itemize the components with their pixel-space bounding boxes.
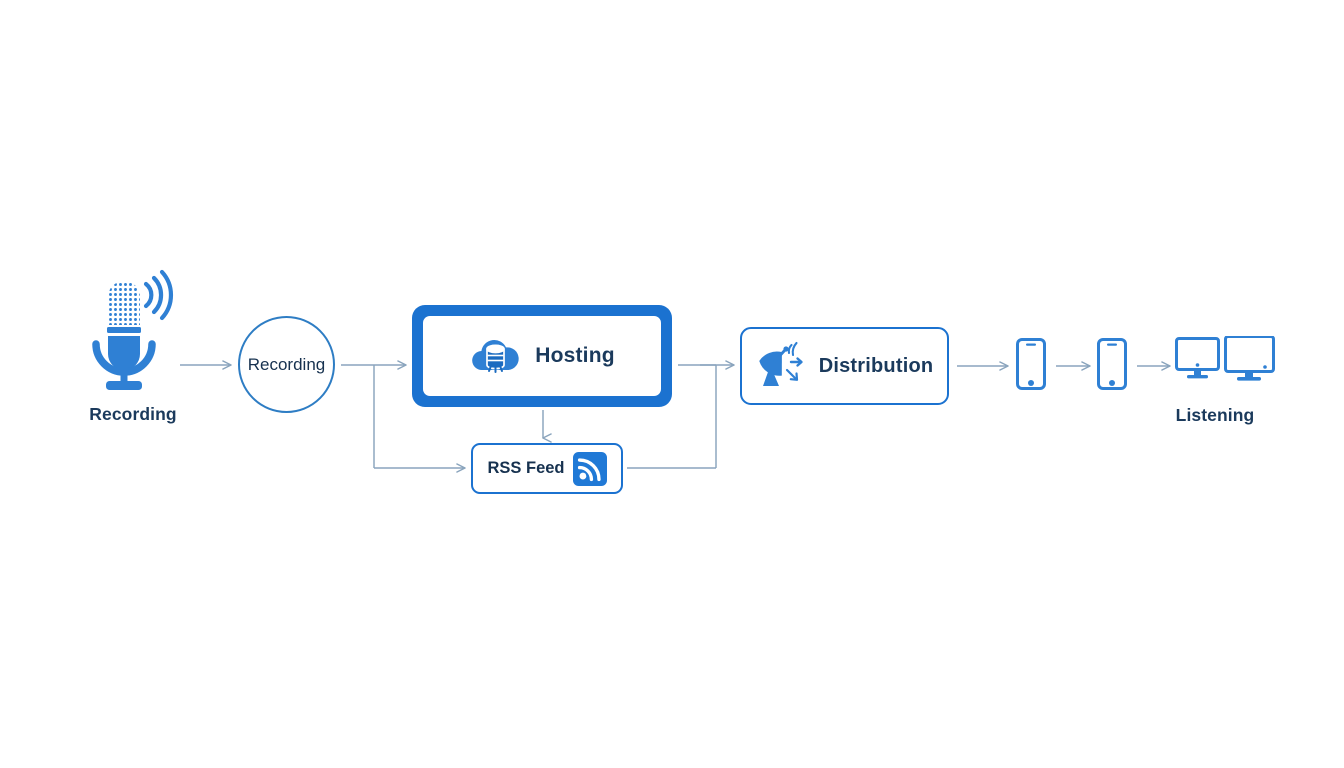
satellite-dish-icon <box>756 341 810 391</box>
recording-stage-circle[interactable]: Recording <box>238 316 335 413</box>
smartphone-icon <box>1097 338 1127 390</box>
rss-feed-node[interactable]: RSS Feed <box>471 443 623 494</box>
rss-feed-label: RSS Feed <box>487 459 565 477</box>
recording-stage-label: Recording <box>247 354 326 374</box>
monitor-group <box>1175 336 1275 392</box>
distribution-node[interactable]: Distribution <box>740 327 949 405</box>
smartphone-icon <box>1016 338 1046 390</box>
hosting-inner-panel: Hosting <box>423 316 661 396</box>
recording-source-caption: Recording <box>89 404 177 424</box>
distribution-label: Distribution <box>818 354 934 377</box>
cloud-database-icon <box>469 336 521 376</box>
hosting-node[interactable]: Hosting <box>412 305 672 407</box>
monitor-icon <box>1175 337 1220 379</box>
monitor-icon <box>1224 336 1275 381</box>
listening-caption: Listening <box>1175 405 1255 425</box>
rss-icon <box>572 451 607 486</box>
microphone-icon <box>88 262 178 394</box>
hosting-label: Hosting <box>535 344 615 367</box>
